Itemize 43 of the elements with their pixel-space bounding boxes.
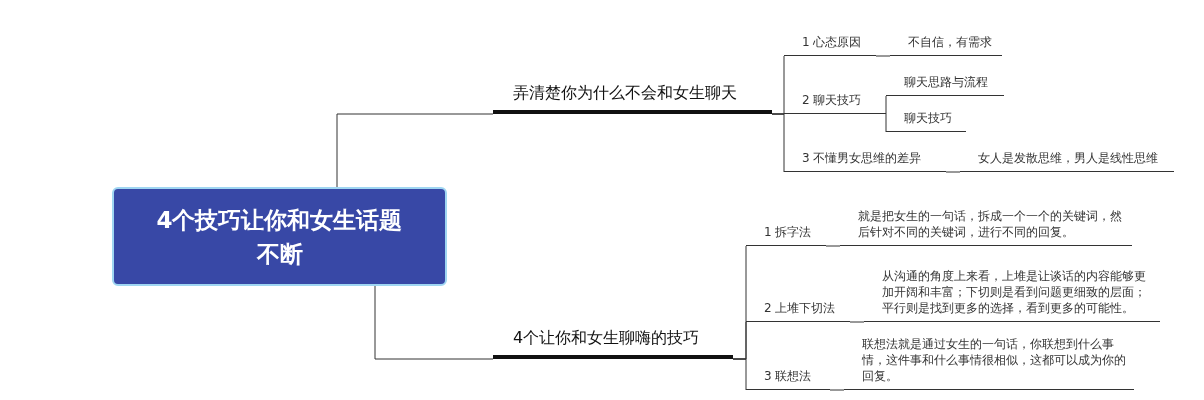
subtopic	[746, 300, 850, 322]
connector-line	[825, 245, 841, 247]
connector-line	[771, 113, 785, 173]
subtopic	[784, 92, 886, 114]
subtopic-text: 就是把女生的一句话，拆成一个一个的关键词，然后针对不同的关键词，进行不同的回复。	[858, 208, 1123, 240]
branch-topic-text: 弄清楚你为什么不会和女生聊天	[513, 82, 738, 104]
connector-line	[885, 95, 887, 115]
connector-line	[374, 285, 494, 360]
subtopic	[890, 34, 1002, 56]
branch-topic	[493, 327, 733, 359]
subtopic-text: 3 联想法	[764, 368, 813, 384]
subtopic-text: 不自信，有需求	[908, 34, 993, 50]
subtopic	[886, 74, 1004, 96]
connector-line	[829, 389, 845, 391]
subtopic	[844, 336, 1134, 390]
subtopic-text: 2 上堆下切法	[764, 300, 837, 316]
connector-line	[732, 358, 747, 391]
subtopic-text: 1 心态原因	[802, 34, 863, 50]
connector-line	[849, 321, 865, 323]
connector-line	[875, 55, 891, 57]
subtopic-text: 2 聊天技巧	[802, 92, 863, 108]
subtopic	[746, 224, 826, 246]
subtopic-text: 女人是发散思维，男人是线性思维	[978, 150, 1159, 166]
subtopic-text: 聊天技巧	[904, 110, 953, 126]
subtopic	[864, 268, 1160, 322]
branch-topic-text: 4个让你和女生聊嗨的技巧	[513, 327, 701, 349]
connector-line	[885, 113, 887, 133]
subtopic	[960, 150, 1174, 172]
subtopic-text: 从沟通的角度上来看，上堆是让谈话的内容能够更加开阔和丰富；下切则是看到问题更细致的层面；平行则是找到更多的选择，看到更多的可能性。	[882, 268, 1147, 316]
connector-line	[336, 113, 494, 188]
subtopic	[886, 110, 966, 132]
subtopic-text: 1 拆字法	[764, 224, 813, 240]
subtopic	[746, 368, 830, 390]
subtopic-text: 聊天思路与流程	[904, 74, 989, 90]
subtopic-text: 3 不懂男女思维的差异	[802, 150, 923, 166]
subtopic	[840, 208, 1132, 246]
central-topic-text: 4个技巧让你和女生话题不断	[155, 205, 404, 269]
subtopic	[784, 150, 946, 172]
branch-topic	[493, 82, 772, 114]
central-topic-box	[112, 187, 447, 286]
subtopic-text: 联想法就是通过女生的一句话，你联想到什么事情，这件事和什么事情很相似，这都可以成为你的回复。	[862, 336, 1127, 384]
connector-line	[945, 171, 961, 173]
subtopic	[784, 34, 876, 56]
